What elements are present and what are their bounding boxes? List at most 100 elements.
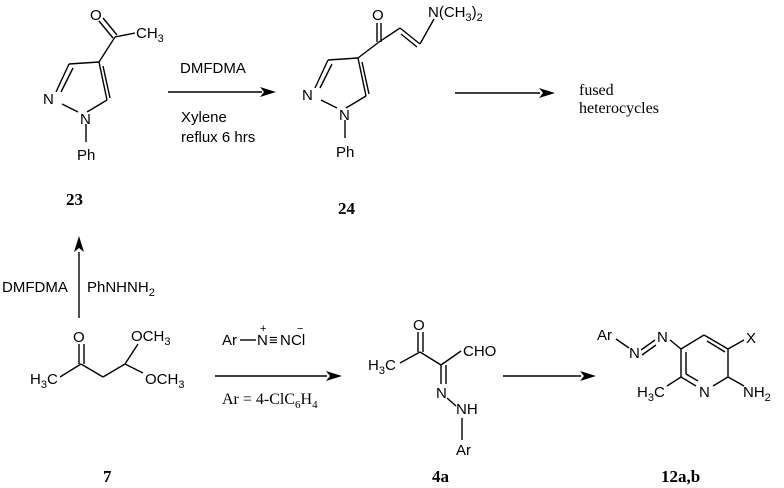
chain-bond [399,351,421,364]
nitrogen-label: N [699,384,710,401]
azo-bond-double [640,339,656,351]
ring-bond [680,334,705,350]
arrow-head [580,371,596,381]
product-label: heterocycles [579,100,659,117]
arrow-head [539,88,555,98]
ring-bond [68,61,100,65]
ring-bond [61,103,79,113]
ring-bond [98,61,108,101]
compound-12ab: Ar N N X H3C N NH2 12a,b [597,327,771,486]
acyl-ring-bond [357,41,380,59]
amine-label: NH [456,401,478,418]
oxygen-label: O [90,7,102,24]
carbonyl-bond-double [102,17,118,36]
reagent-label: DMFDMA [180,60,246,77]
phenyl-label: Ph [77,147,95,164]
methyl-label: CH3 [136,25,164,45]
ring-bond [86,99,108,113]
carbonyl-bond [98,20,114,39]
chain-bond [59,363,82,378]
compound-4a: O CHO H3C N NH Ar 4a [368,317,496,486]
enamine-bond [419,18,435,45]
ring-bond-double [706,340,726,353]
solvent-label: Xylene [181,109,227,126]
chain-bond [440,350,462,366]
aryl-label: Ar [222,332,237,349]
compound-23: O CH3 N N Ph 23 [43,7,164,209]
azo-bond-double [641,344,657,356]
condition-label: Ar = 4-ClC6H4 [222,391,318,411]
oxygen-label: O [372,7,384,24]
aryl-label: Ar [456,442,471,459]
triple-bond-glyph: ≡ [269,332,278,349]
enone-bond [378,27,401,43]
dimethylamino-label: N(CH3)2 [428,4,483,24]
azo-bond [615,338,630,349]
enone-bond [399,27,421,45]
methoxy-label: OCH3 [145,371,184,391]
substituent-x-label: X [746,330,756,347]
ring-bond-double [685,373,699,382]
compound-24: O N(CH3)2 N N Ph 24 [302,4,483,218]
reaction-arrow-3: Ar N + ≡ N Cl − Ar = 4-ClC6H4 [215,323,342,411]
compound-number: 7 [103,467,112,486]
reaction-arrow-1: DMFDMA Xylene reflux 6 hrs [168,60,276,146]
ring-bond [712,376,729,387]
oxygen-label: O [73,329,85,346]
nitrogen-label: N [302,87,313,104]
compound-number: 23 [66,190,83,209]
x-bond [727,339,745,350]
nitrogen-label: N [280,332,291,349]
nitrogen-label: N [80,111,91,128]
arrow-head [74,236,84,252]
arrow-head [326,371,342,381]
charge-minus: − [297,323,303,335]
ring-bond [314,59,329,89]
chain-bond [419,351,442,366]
reaction-arrow-4 [503,371,596,381]
amino-label: NH2 [743,384,771,404]
methyl-bond [666,376,682,387]
chain-bond [80,363,104,378]
condition-label: reflux 6 hrs [181,129,255,146]
ring-bond [703,334,729,350]
methoxy-bond [124,363,144,374]
diazonium-reagent: Ar N + ≡ N Cl − [222,323,305,349]
ring-bond [357,57,367,97]
ring-bond-double [102,65,111,99]
nitrogen-label: N [436,385,447,402]
ring-bond-double [319,63,333,89]
compound-7: O OCH3 OCH3 H3C 7 [30,328,184,486]
chloride-label: Cl [291,332,305,349]
charge-plus: + [260,323,266,335]
ring-bond [680,376,697,387]
hydrazone-bond [446,397,457,407]
methyl-label: H3C [30,371,58,391]
ring-bond-double [60,67,74,93]
compound-number: 4a [432,467,450,486]
ring-bond [55,63,70,93]
phenyl-label: Ph [336,144,354,161]
acyl-ring-bond [98,36,116,63]
ring-bond [327,57,359,61]
amino-bond [727,376,745,387]
compound-number: 12a,b [661,467,700,486]
arrow-head [260,87,276,97]
ring-bond [345,95,367,109]
methoxy-label: OCH3 [131,328,170,348]
reaction-arrow-up: DMFDMA PhNHNH2 [2,236,155,318]
reagent-label: PhNHNH2 [87,279,155,299]
ring-bond-double [361,61,370,95]
chain-bond [102,363,126,378]
azo-ring-bond [669,339,682,350]
reagent-label: DMFDMA [2,279,68,296]
ring-bond [320,99,338,109]
compound-number: 24 [338,199,356,218]
reaction-arrow-2: fused heterocycles [455,82,659,117]
nitrogen-label: N [257,332,268,349]
nitrogen-label: N [43,91,54,108]
enone-bond-double [400,33,418,48]
methyl-label: H3C [637,384,665,404]
